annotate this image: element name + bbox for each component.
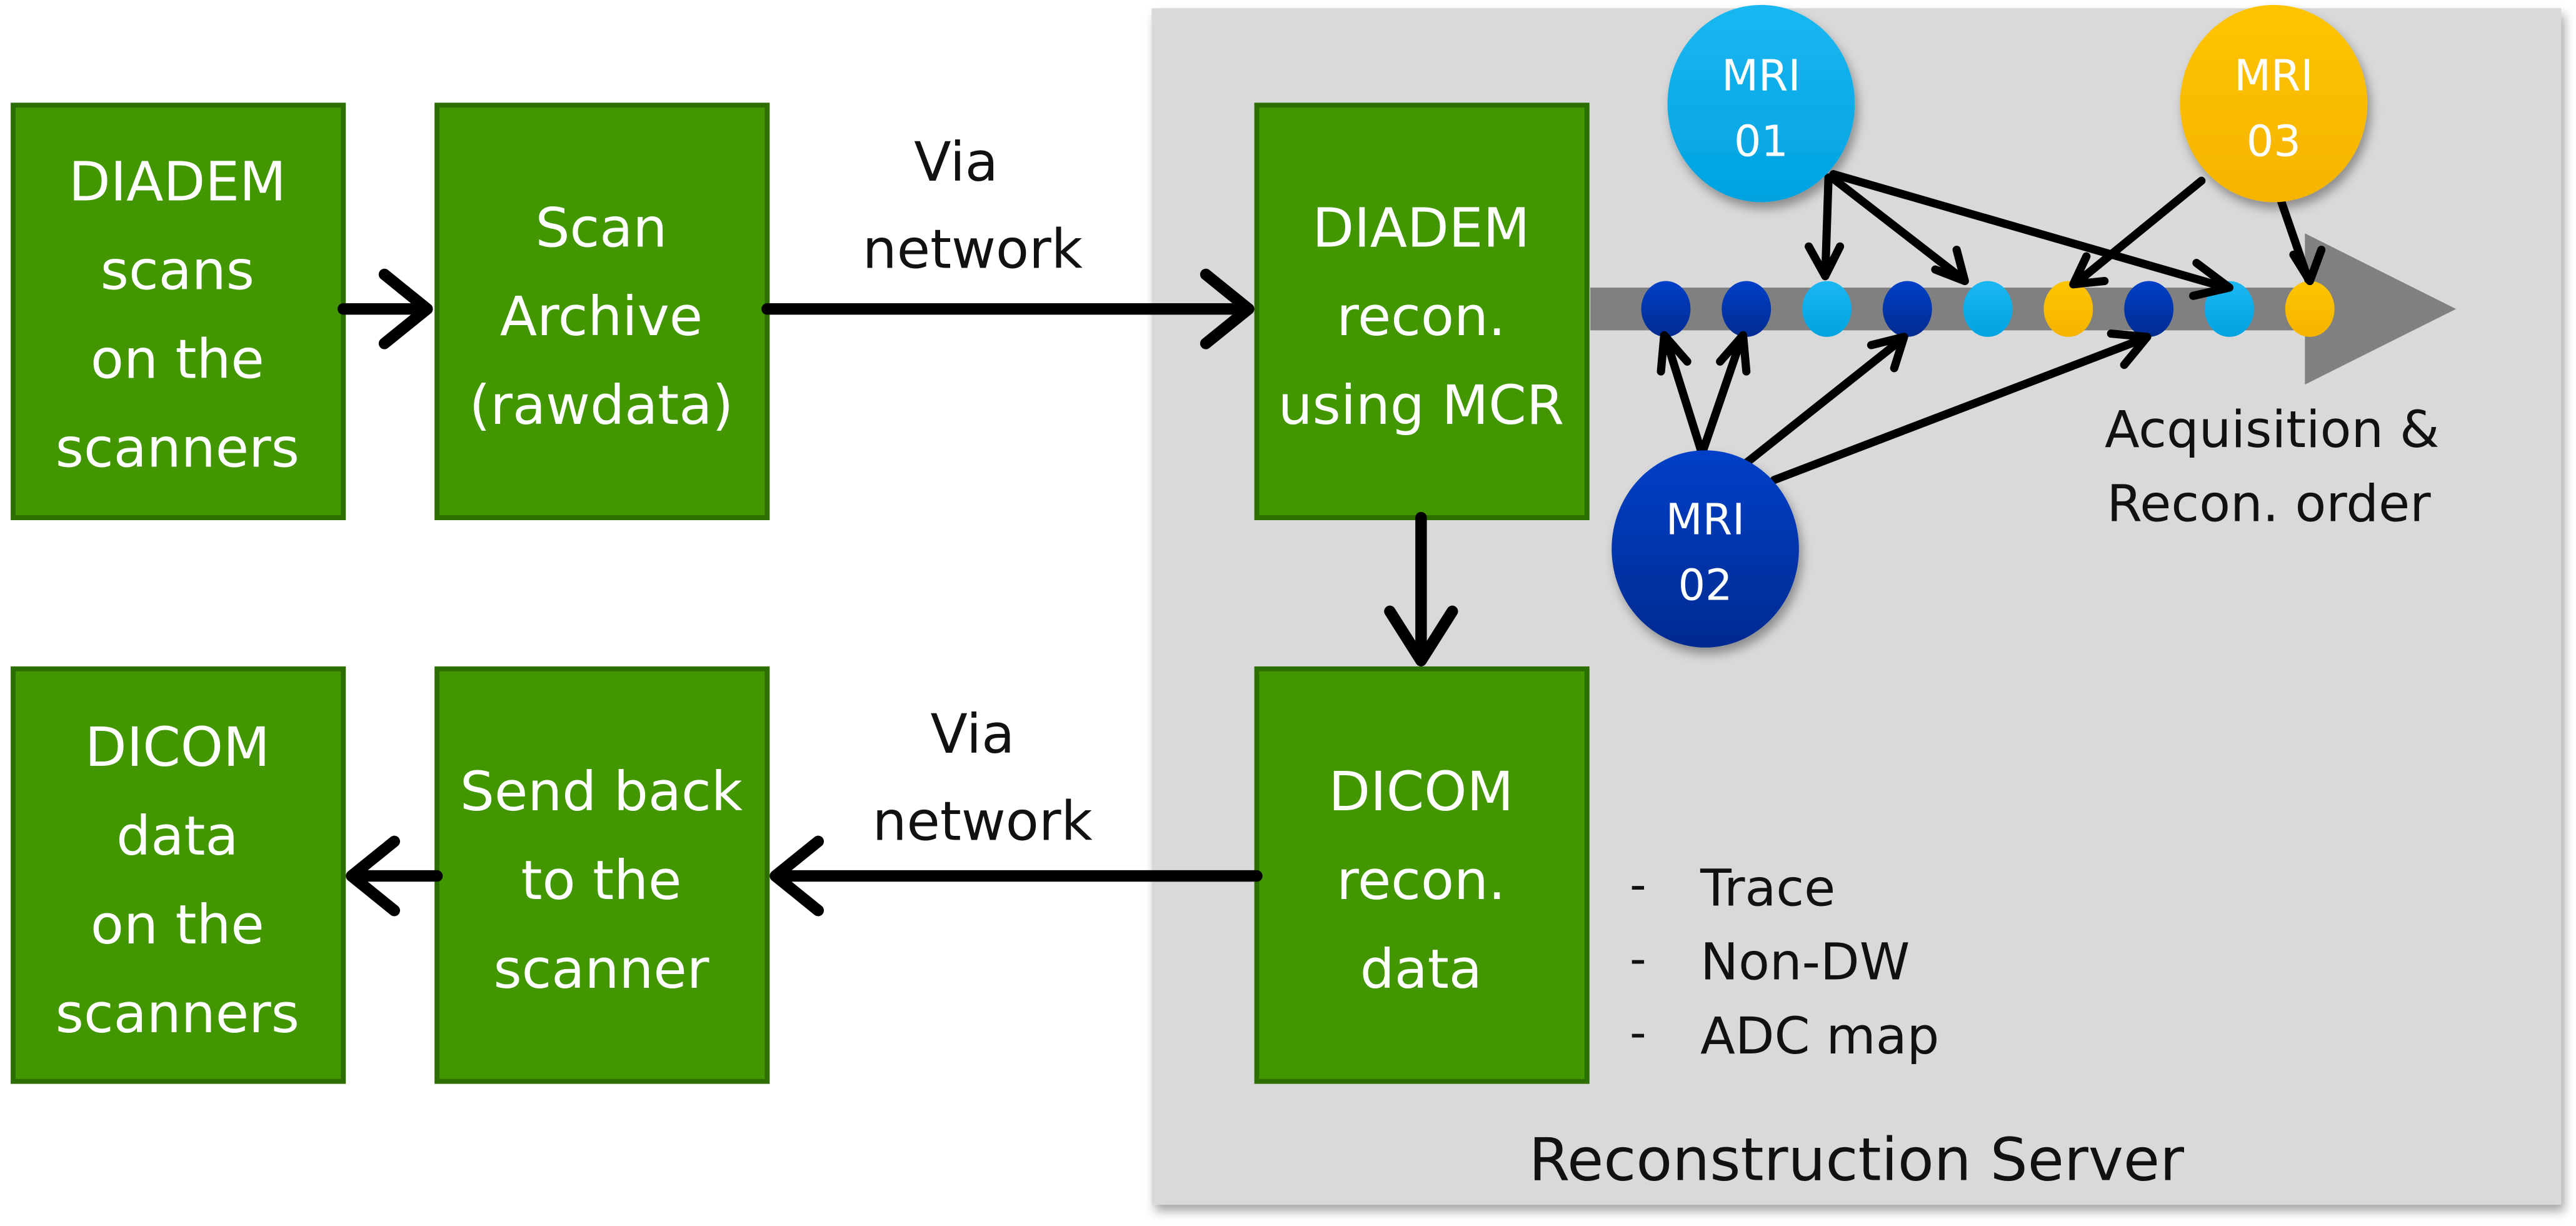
arrow-scans-to-archive: [338, 268, 433, 349]
scanner-mri03: [2180, 4, 2368, 203]
output-item: Non-DW: [1700, 933, 1910, 992]
timeline-dot-mri02: [1882, 281, 1932, 337]
timeline-dot-mri02: [1641, 281, 1691, 337]
output-list: - Trace - Non-DW - ADC map: [1630, 858, 1939, 1066]
arrow-dicom-to-sendback: [769, 835, 1263, 917]
arrow-sendback-to-scanners: [346, 835, 443, 917]
timeline-dot-mri03: [2285, 281, 2335, 337]
bullet: -: [1630, 859, 1646, 912]
arrow-archive-to-recon: [761, 268, 1255, 349]
bullet: -: [1630, 933, 1646, 986]
scanner-arrows: [1656, 170, 2326, 485]
timeline-dot-mri01: [1963, 281, 2013, 337]
bullet: -: [1630, 1007, 1646, 1060]
timeline-dot-mri02: [2124, 281, 2174, 337]
timeline-dot-mri03: [2043, 281, 2093, 337]
server-title: Reconstruction Server: [1529, 1125, 2184, 1194]
output-item: Trace: [1700, 858, 1835, 918]
acquisition-timeline: [1590, 233, 2457, 385]
output-item: ADC map: [1700, 1007, 1939, 1066]
timeline-dot-mri01: [2205, 281, 2254, 337]
scanner-mri02: [1611, 450, 1799, 648]
arrow-recon-to-dicom: [1384, 511, 1458, 666]
timeline-dot-mri01: [1802, 281, 1852, 337]
scanner-mri01: [1667, 4, 1855, 203]
timeline-dot-mri02: [1722, 281, 1772, 337]
timeline-dots: [1641, 281, 2335, 337]
acquisition-order-label: Acquisition &Recon. order: [2105, 400, 2440, 533]
